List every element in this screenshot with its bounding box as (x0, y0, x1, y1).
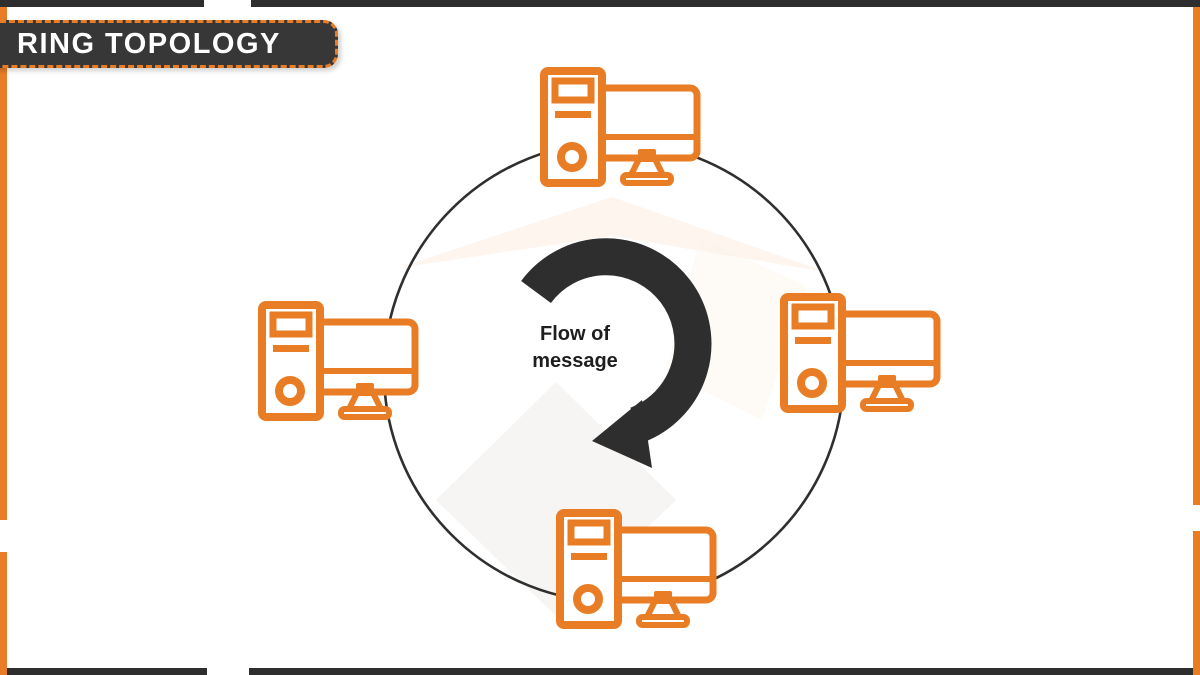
title-banner: RING TOPOLOGY (0, 20, 338, 68)
circular-arrow-icon (521, 238, 712, 468)
computer-node-top (544, 71, 697, 183)
computer-node-left (262, 305, 415, 417)
desktop-computer-icon (784, 297, 937, 409)
desktop-computer-icon (560, 513, 713, 625)
frame-border-bottom (0, 668, 1200, 675)
flow-label-line1: Flow of (540, 323, 610, 345)
desktop-computer-icon (544, 71, 697, 183)
frame-border-right-gap (1193, 505, 1200, 531)
frame-border-right (1193, 7, 1200, 675)
frame-border-left-gap (0, 520, 7, 552)
computer-node-bottom (560, 513, 713, 625)
flow-of-message-label: Flow of message (495, 321, 655, 375)
computer-node-right (784, 297, 937, 409)
frame-border-top-gap (204, 0, 251, 7)
flow-label-line2: message (532, 350, 618, 372)
page-title: RING TOPOLOGY (17, 27, 281, 60)
desktop-computer-icon (262, 305, 415, 417)
frame-border-bottom-gap (207, 668, 249, 675)
frame-border-left (0, 7, 7, 675)
frame-border-top (0, 0, 1200, 7)
